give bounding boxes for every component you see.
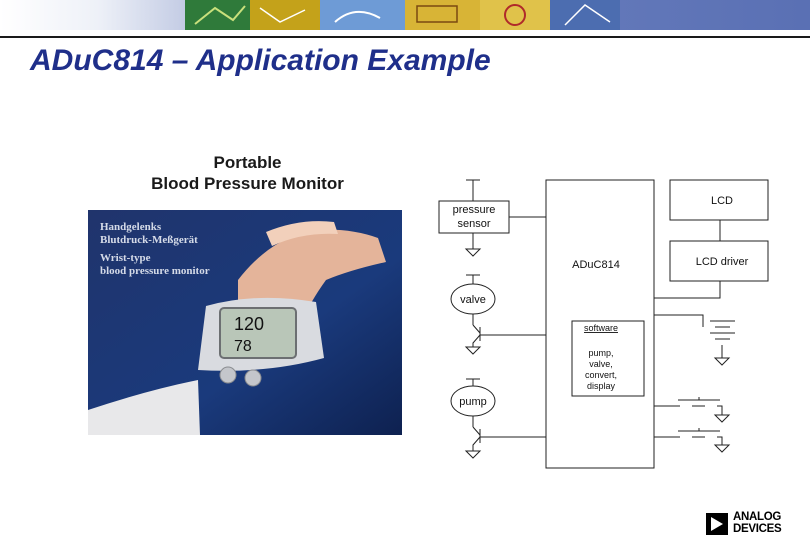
title-rule (0, 36, 810, 38)
photo-display-systolic: 120 (234, 314, 264, 334)
logo-line-1: ANALOG (733, 511, 782, 523)
software-line-1: pump, (588, 348, 613, 358)
software-title: software (584, 323, 618, 333)
aduc814-label: ADuC814 (572, 259, 620, 271)
photo-text-german-1: Handgelenks (100, 221, 162, 233)
block-diagram: pressure sensor LCD LCD driver ADuC814 v… (438, 179, 769, 469)
lcd-label: LCD (711, 195, 733, 207)
logo-line-2: DEVICES (733, 523, 782, 535)
photo-text-german-2: Blutdruck-Meßgerät (100, 234, 198, 246)
pressure-sensor-block (438, 200, 510, 234)
photo-text-english-2: blood pressure monitor (100, 265, 210, 277)
lcd-driver-block (669, 240, 769, 282)
analog-devices-triangle-icon (706, 513, 728, 535)
photo-display-diastolic: 78 (234, 338, 252, 355)
caption-line-2: Blood Pressure Monitor (151, 174, 344, 193)
logo-text: ANALOG DEVICES (733, 511, 782, 535)
software-block (571, 320, 645, 397)
software-line-3: convert, (585, 370, 617, 380)
software-line-4: display (587, 381, 616, 391)
banner-collage (185, 0, 620, 30)
pump-label: pump (459, 396, 487, 408)
lcd-driver-label: LCD driver (696, 256, 749, 268)
slide-title: ADuC814 – Application Example (30, 44, 491, 77)
valve-label: valve (460, 294, 486, 306)
blood-pressure-monitor-photo: 120 78 Handgelenks Blutdruck-Meßgerät Wr… (88, 210, 402, 435)
pressure-sensor-label-2: sensor (457, 218, 490, 230)
pressure-sensor-label-1: pressure (453, 204, 496, 216)
header-banner (0, 0, 810, 30)
photo-caption: Portable Blood Pressure Monitor (105, 152, 390, 194)
lcd-block (669, 179, 769, 221)
software-line-2: valve, (589, 359, 613, 369)
caption-line-1: Portable (213, 153, 282, 172)
photo-text-english-1: Wrist-type (100, 252, 151, 264)
